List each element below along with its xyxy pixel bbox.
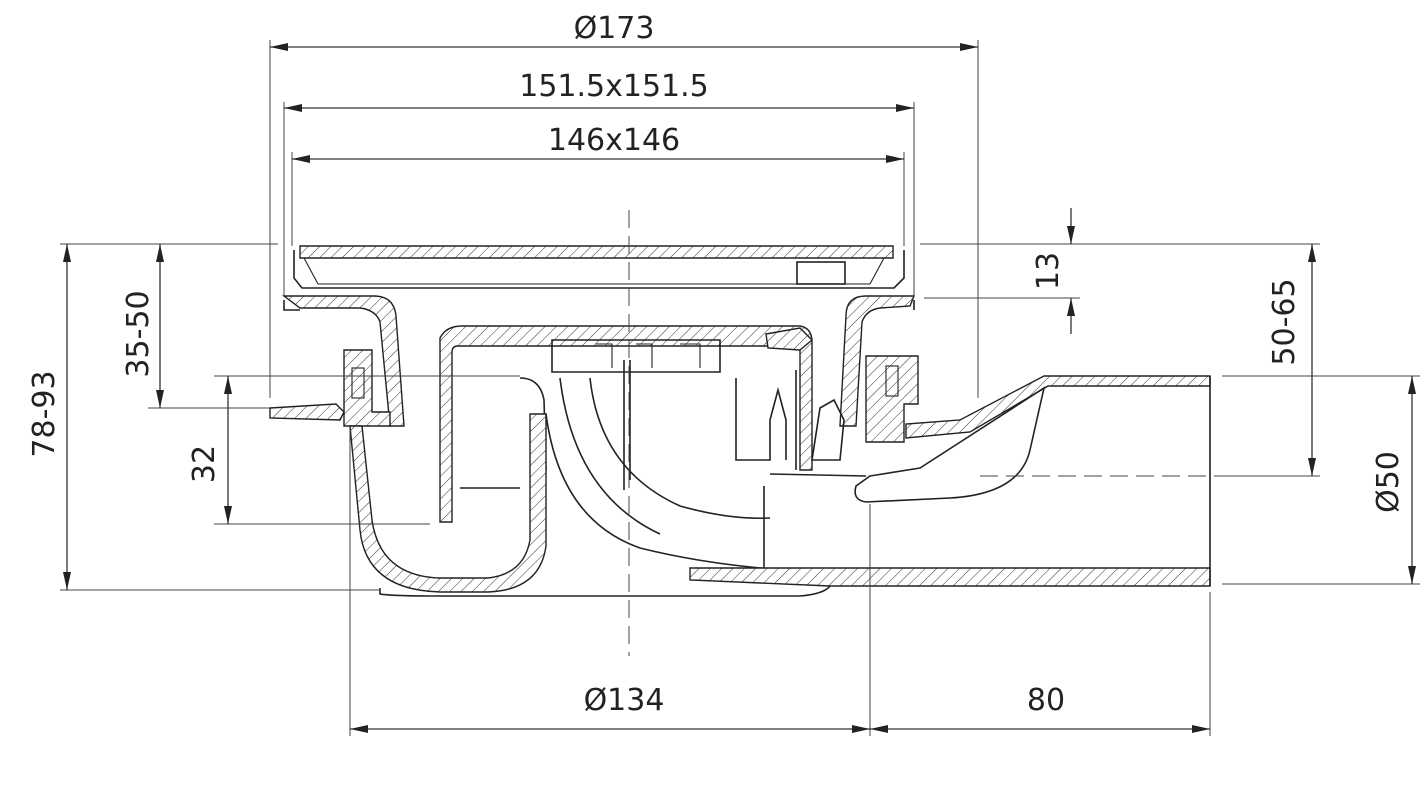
extension-lines: [60, 40, 1420, 736]
outlet-pipe: [689, 375, 1211, 587]
dim-body-diameter: Ø134: [350, 683, 870, 733]
dim-outer-diameter: Ø173: [270, 11, 978, 51]
dim-outlet-diameter-label: Ø50: [1371, 451, 1406, 513]
drain-body: [269, 245, 1211, 597]
dim-outer-diameter-label: Ø173: [574, 11, 655, 46]
cartridge: [551, 327, 814, 490]
housing: [349, 377, 831, 597]
dim-grate-height: 13: [1031, 208, 1075, 334]
adjustment-collar: [343, 349, 919, 443]
dim-frame-size-label: 151.5x151.5: [519, 69, 709, 104]
dim-total-height: 78-93: [27, 244, 71, 590]
dim-frame-size: 151.5x151.5: [284, 69, 914, 112]
dim-body-diameter-label: Ø134: [584, 683, 665, 718]
dim-outlet-length-label: 80: [1027, 683, 1065, 718]
dim-total-height-label: 78-93: [27, 370, 62, 457]
dim-outlet-height-label: 50-65: [1267, 278, 1302, 365]
trap-bell: [439, 325, 813, 523]
grate: [293, 245, 905, 289]
dim-grate-size: 146x146: [292, 123, 904, 163]
dim-outlet-height: 50-65: [1267, 244, 1316, 476]
dim-grate-height-label: 13: [1031, 252, 1066, 290]
dim-water-seal: 32: [187, 376, 232, 524]
dim-outlet-diameter: Ø50: [1371, 376, 1416, 584]
dim-flange-height: 35-50: [121, 244, 164, 408]
dimension-lines: Ø173 151.5x151.5 146x146 13: [27, 11, 1416, 733]
dim-outlet-length: 80: [870, 683, 1210, 733]
membrane-flange: [269, 403, 345, 421]
frame: [281, 295, 916, 427]
center-lines: [628, 210, 1220, 656]
dim-flange-height-label: 35-50: [121, 290, 156, 377]
dim-water-seal-label: 32: [187, 445, 222, 483]
dim-grate-size-label: 146x146: [548, 123, 680, 158]
